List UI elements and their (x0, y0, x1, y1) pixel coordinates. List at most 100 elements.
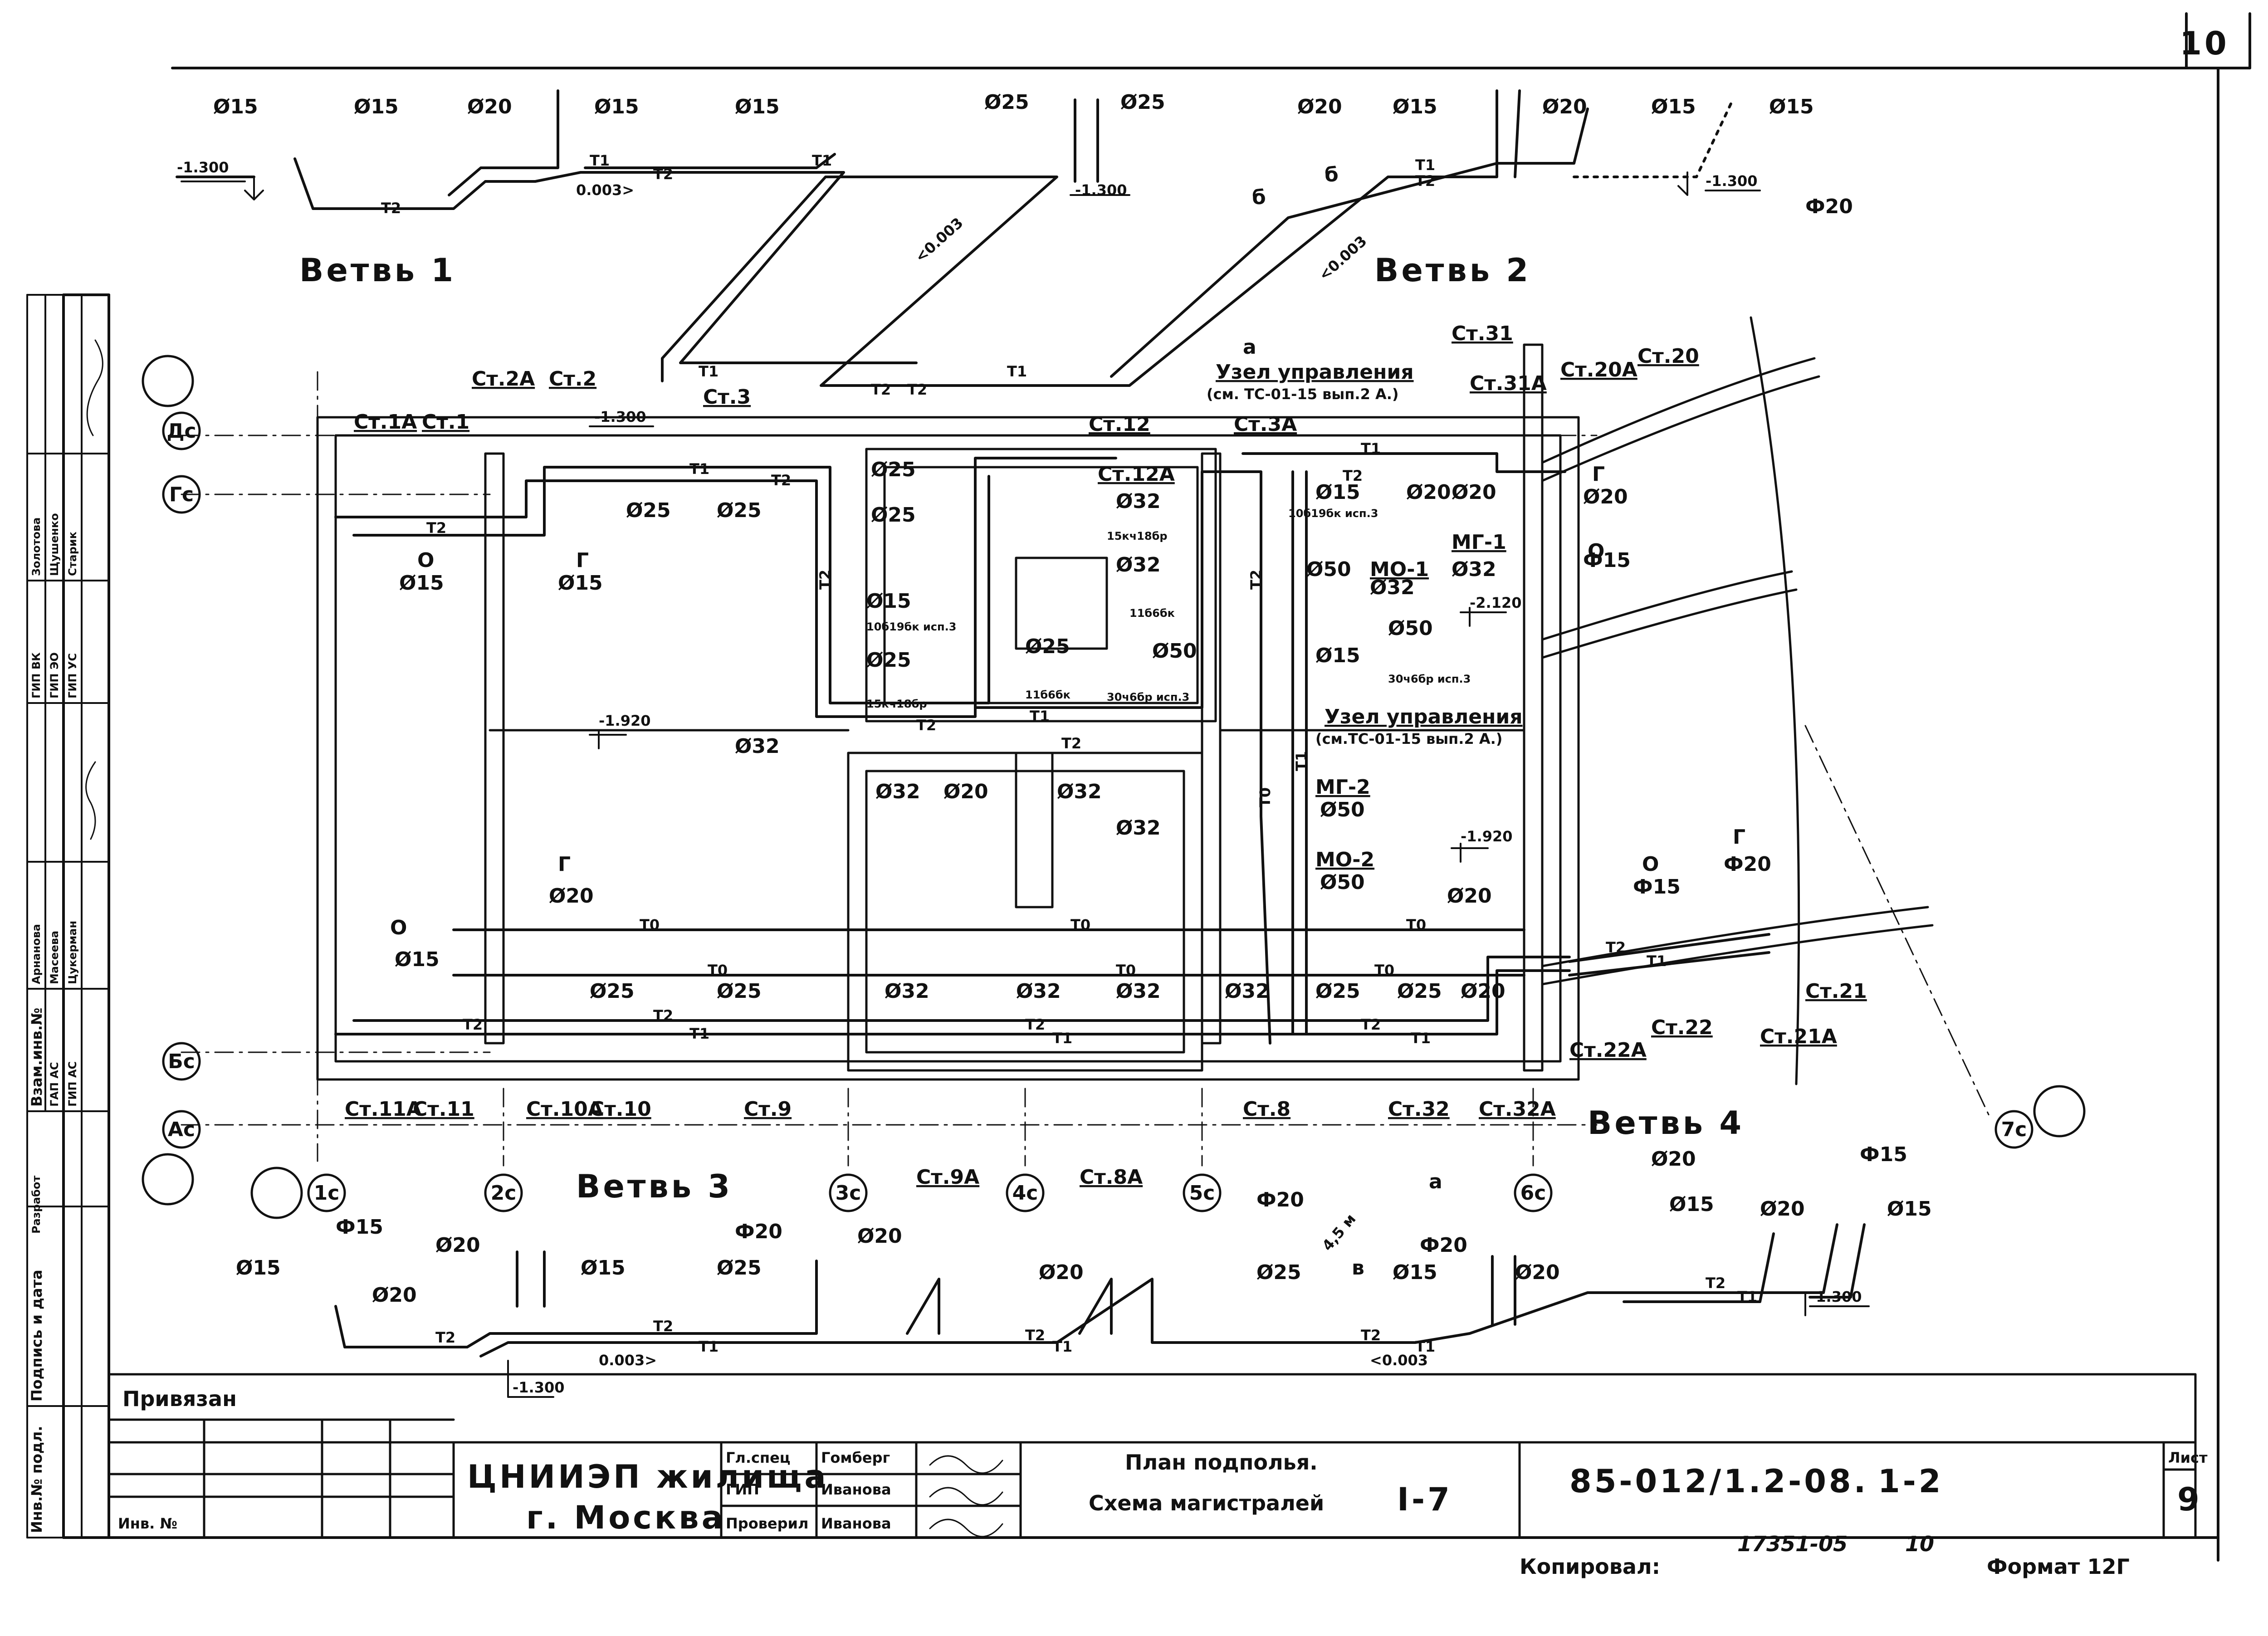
axis-3: 3с (836, 1182, 861, 1205)
pc-46: Т1 (1737, 1288, 1757, 1305)
pl-69: Ø15 (581, 1256, 626, 1279)
pc-26: Т2 (653, 1007, 673, 1024)
pl-47: Ø20 (1447, 884, 1492, 908)
pl-30: Ø50 (1388, 617, 1433, 640)
pl-44: Ø32 (1116, 816, 1161, 840)
stamp-name-2: Цукерман (66, 921, 79, 984)
axis-4: 4с (1012, 1182, 1038, 1205)
pl-64: Г (1733, 825, 1745, 849)
pl-35: О (1588, 540, 1604, 563)
pl-74: Ø25 (1256, 1261, 1301, 1284)
isometric-bottom (334, 1223, 1866, 1358)
stamp-name-5: Старик (66, 532, 79, 576)
pc-14: Т2 (916, 717, 936, 734)
pl-85: б (1252, 186, 1266, 209)
stamp-signatures (85, 339, 103, 840)
pl-13: Ф20 (1805, 195, 1853, 218)
eq-mg1: МГ-1 (1452, 531, 1506, 554)
pl-55: Ø32 (1016, 980, 1061, 1003)
slope-2b: <0.003 (1315, 232, 1370, 284)
pl-61: Ф15 (1633, 875, 1681, 899)
slope-1b: 0.003> (599, 1352, 657, 1369)
sheet-frame (62, 12, 2251, 1562)
valve-2b: 15кч18бр (866, 698, 927, 710)
pl-9: Ø15 (1393, 95, 1437, 118)
stamp-col-2: Инв.№ подл. (28, 1426, 45, 1533)
pl-81: Ø20 (1760, 1197, 1805, 1221)
riser-st20: Ст.20 (1637, 345, 1699, 368)
pc-11: Т1 (689, 460, 709, 478)
name-0: Гомберг (821, 1449, 890, 1466)
pl-62: О (1642, 853, 1659, 876)
riser-st32: Ст.32 (1388, 1098, 1450, 1121)
pc-12: Т2 (426, 519, 446, 537)
pl-8: Ø20 (1297, 95, 1342, 118)
title-line1: План подполья. (1125, 1450, 1318, 1475)
riser-st12a: Ст.12А (1098, 463, 1175, 486)
pl-89: 4,5 м (1319, 1211, 1359, 1254)
org-line2: г. Москва (526, 1499, 726, 1536)
riser-st11: Ст.11 (413, 1098, 474, 1121)
pl-39: Г (576, 549, 589, 572)
pl-65: Ø15 (236, 1256, 281, 1279)
pl-58: Ø25 (1315, 980, 1360, 1003)
pc-27: Т1 (689, 1025, 709, 1042)
pc-29: Т1 (1052, 1030, 1072, 1047)
pl-14: Ø25 (871, 458, 916, 481)
pl-12: Ø15 (1769, 95, 1814, 118)
valve-4: 30ч6бр исп.3 (1107, 691, 1189, 703)
stamp-role-3: ГИП ВК (30, 652, 43, 698)
pl-82: Ф15 (1860, 1143, 1907, 1166)
pl-6: Ø25 (984, 91, 1029, 114)
pc-42: Т1 (1052, 1338, 1072, 1355)
riser-st8a: Ст.8А (1080, 1166, 1143, 1189)
eq-mg2: МГ-2 (1315, 776, 1370, 799)
pl-36: Ø15 (399, 571, 444, 595)
level-a4: -1.300 (1706, 172, 1758, 190)
pc-18: Т2 (1343, 467, 1363, 484)
branch-1: Ветвь 1 (299, 252, 456, 289)
axis-d: Дс (166, 420, 196, 443)
stamp-col-0: Взам.инв.№ (28, 1008, 45, 1107)
pc-19: Т0 (640, 916, 660, 933)
pl-78: Ø20 (1515, 1261, 1560, 1284)
pl-10: Ø20 (1542, 95, 1587, 118)
pl-70: Ø25 (717, 1256, 762, 1279)
pc-6: Т2 (871, 381, 891, 398)
pl-86: б (1325, 163, 1339, 186)
plan-pipelines (334, 452, 1770, 1045)
stamp-role-1: ГАП АС (48, 1062, 61, 1107)
pl-46: Ø50 (1320, 871, 1365, 894)
pl-57: Ø32 (1225, 980, 1270, 1003)
riser-st2: Ст.2 (549, 367, 596, 391)
sheet-number: 9 (2177, 1481, 2202, 1518)
pl-84: а (1429, 1170, 1442, 1193)
pc-7: Т1 (1007, 363, 1027, 380)
pc-38: Т2 (435, 1329, 455, 1346)
pc-1: Т2 (381, 200, 401, 217)
riser-st31a: Ст.31А (1470, 372, 1547, 395)
level-a6: -1.300 (513, 1379, 565, 1396)
pl-54: Ø32 (885, 980, 929, 1003)
pl-23: Ø50 (1152, 640, 1197, 663)
pl-29: Ø32 (1452, 558, 1496, 581)
level-a: -1.300 (177, 159, 229, 176)
pc-36: Т2 (816, 570, 834, 590)
pl-19: Ø32 (1116, 553, 1161, 576)
valve-2: 15кч18бр (1107, 530, 1168, 542)
pc-9: Т1 (1415, 156, 1435, 174)
pl-80: Ø15 (1669, 1193, 1714, 1216)
branch-3: Ветвь 3 (576, 1168, 733, 1205)
pc-23: Т0 (1116, 962, 1136, 979)
stamp-col-1: Подпись и дата (28, 1270, 45, 1402)
pc-43: Т2 (1361, 1327, 1381, 1344)
pl-88: в (1352, 1256, 1364, 1279)
level-a3: -1.300 (1075, 181, 1127, 199)
basement-walls (316, 316, 1934, 1085)
pl-38: Ø15 (558, 571, 603, 595)
pl-87: а (1243, 336, 1256, 359)
pc-39: Т2 (653, 1318, 673, 1335)
pl-20: Ø15 (866, 590, 911, 613)
format-label: Формат 12Г (1987, 1554, 2130, 1579)
level-b: -1.920 (599, 712, 651, 729)
